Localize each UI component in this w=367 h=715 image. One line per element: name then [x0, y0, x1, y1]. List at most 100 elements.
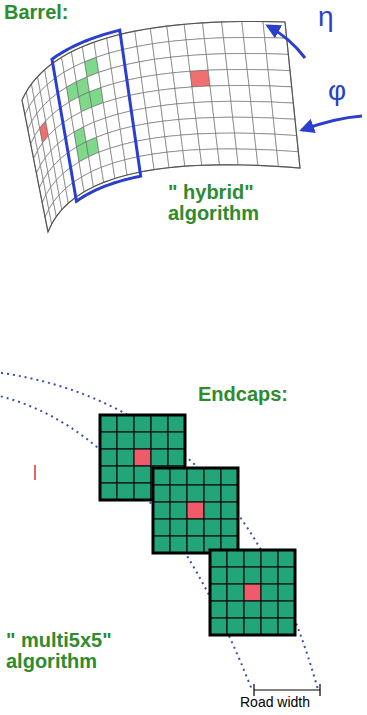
- crystal-cell: [187, 485, 204, 502]
- crystal-cell: [196, 118, 216, 134]
- crystal-cell: [227, 601, 244, 618]
- crystal-cell: [265, 38, 289, 55]
- crystal-cell: [153, 485, 170, 502]
- crystal-cell: [210, 618, 227, 635]
- crystal-cell: [277, 150, 300, 168]
- crystal-cell: [261, 567, 278, 584]
- crystal-cell: [170, 536, 187, 553]
- crystal-cell: [170, 502, 187, 519]
- crystal-cell: [247, 70, 270, 86]
- crystal-cell: [278, 550, 295, 567]
- crystal-cell: [204, 519, 221, 536]
- crystal-cell: [268, 70, 292, 87]
- crystal-cell: [190, 70, 210, 87]
- crystal-cell: [152, 152, 169, 169]
- crystal-cell: [214, 117, 235, 133]
- crystal-cell: [157, 73, 175, 91]
- crystal-cell: [183, 150, 202, 167]
- crystal-cell: [167, 24, 186, 41]
- crystal-cell: [170, 468, 187, 485]
- crystal-cell: [272, 102, 295, 119]
- crystal-cell: [273, 118, 296, 136]
- crystal-cell: [256, 149, 278, 166]
- crystal-cell: [278, 618, 295, 635]
- crystal-cell: [151, 432, 168, 449]
- crystal-cell: [150, 137, 167, 155]
- cluster-5x5: [210, 550, 295, 635]
- crystal-cell: [210, 550, 227, 567]
- crystal-cell: [216, 133, 237, 149]
- crystal-cell: [194, 102, 214, 119]
- crystal-cell: [117, 449, 134, 466]
- crystal-cell: [200, 149, 220, 165]
- crystal-cell: [244, 601, 261, 618]
- crystal-cell: [151, 449, 168, 466]
- crystal-cell: [187, 536, 204, 553]
- crystal-cell: [229, 86, 251, 102]
- axis-label: φ: [328, 76, 346, 105]
- crystal-cell: [208, 70, 229, 86]
- crystal-cell: [187, 519, 204, 536]
- dimension-tick: [319, 684, 320, 696]
- crystal-cell: [261, 584, 278, 601]
- crystal-cell: [159, 88, 177, 105]
- crystal-cell: [153, 536, 170, 553]
- crystal-cell: [210, 86, 231, 102]
- crystal-cell: [170, 519, 187, 536]
- hybrid-band: [52, 30, 141, 201]
- crystal-cell: [242, 22, 265, 38]
- crystal-cell: [222, 22, 244, 38]
- crystal-cell: [206, 54, 227, 70]
- crystal-cell: [224, 38, 246, 54]
- crystal-cell: [168, 432, 185, 449]
- crystal-cell: [233, 117, 255, 133]
- crystal-cell: [221, 468, 238, 485]
- crystal-cell: [221, 502, 238, 519]
- crystal-cell: [278, 584, 295, 601]
- crystal-cell: [153, 468, 170, 485]
- crystal-cell: [186, 39, 206, 56]
- crystal-cell: [266, 54, 290, 71]
- crystal-cell: [167, 151, 185, 168]
- crystal-cell: [251, 102, 273, 119]
- axis-label: η: [318, 2, 334, 31]
- barrel-outline: [22, 21, 300, 232]
- crystal-cell: [210, 584, 227, 601]
- crystal-cell: [221, 519, 238, 536]
- algorithm-label: " hybrid" algorithm: [168, 182, 308, 224]
- crystal-cell: [168, 449, 185, 466]
- crystal-cell: [171, 56, 190, 73]
- crystal-cell: [117, 415, 134, 432]
- crystal-cell: [253, 117, 276, 134]
- crystal-cell: [179, 118, 198, 135]
- road-width-dimension: [254, 689, 320, 690]
- crystal-cell: [245, 54, 268, 70]
- crystal-cell: [278, 601, 295, 618]
- crystal-cell: [150, 26, 168, 44]
- crystal-cell: [188, 54, 208, 71]
- crystal-cell: [155, 57, 173, 75]
- crystal-cell: [173, 71, 192, 88]
- crystal-cell: [146, 106, 163, 124]
- crystal-cell: [148, 121, 165, 139]
- cluster-5x5: [153, 468, 238, 553]
- crystal-cell: [275, 134, 298, 152]
- section-title: Barrel:: [4, 2, 68, 23]
- crystal-cell: [134, 466, 151, 483]
- eta-arrow: [268, 26, 305, 58]
- crystal-cell: [227, 618, 244, 635]
- crystal-cell: [203, 22, 224, 39]
- crystal-cell: [100, 432, 117, 449]
- crystal-cell: [254, 133, 276, 150]
- crystal-cell: [235, 133, 257, 149]
- crystal-cell: [153, 519, 170, 536]
- crystal-cell: [137, 44, 155, 62]
- crystal-cell: [270, 86, 293, 103]
- crystal-cell: [210, 601, 227, 618]
- crystal-cell: [143, 90, 160, 108]
- crystal-cell: [165, 135, 183, 152]
- crystal-cell: [117, 483, 134, 500]
- crystal-cell: [161, 104, 179, 121]
- crystal-cell: [244, 550, 261, 567]
- crystal-cell: [177, 103, 196, 120]
